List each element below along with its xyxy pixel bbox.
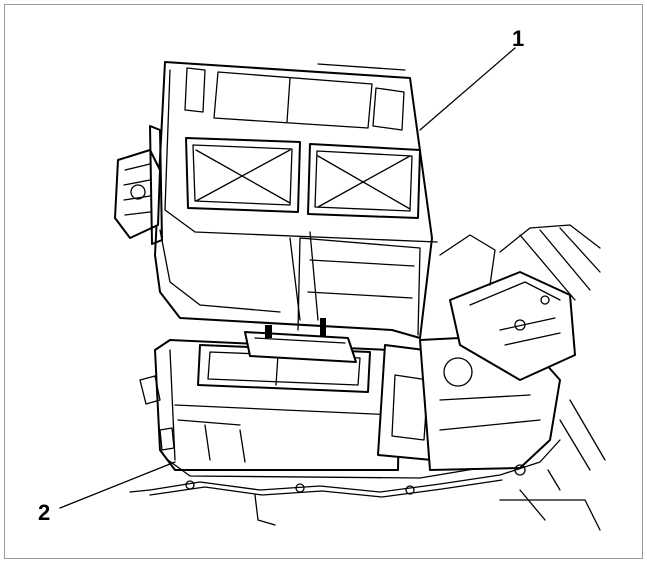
callout-2-leader <box>59 461 176 509</box>
callout-1-label: 1 <box>512 26 525 51</box>
lower-case-half <box>139 339 481 479</box>
side-actuator <box>114 125 163 245</box>
wiring-harness <box>129 439 561 526</box>
latch-plate <box>244 231 357 363</box>
callout-1-leader <box>419 47 516 131</box>
blower-section <box>377 224 606 531</box>
callout-2-label: 2 <box>38 500 51 525</box>
upper-case-half <box>154 61 438 339</box>
